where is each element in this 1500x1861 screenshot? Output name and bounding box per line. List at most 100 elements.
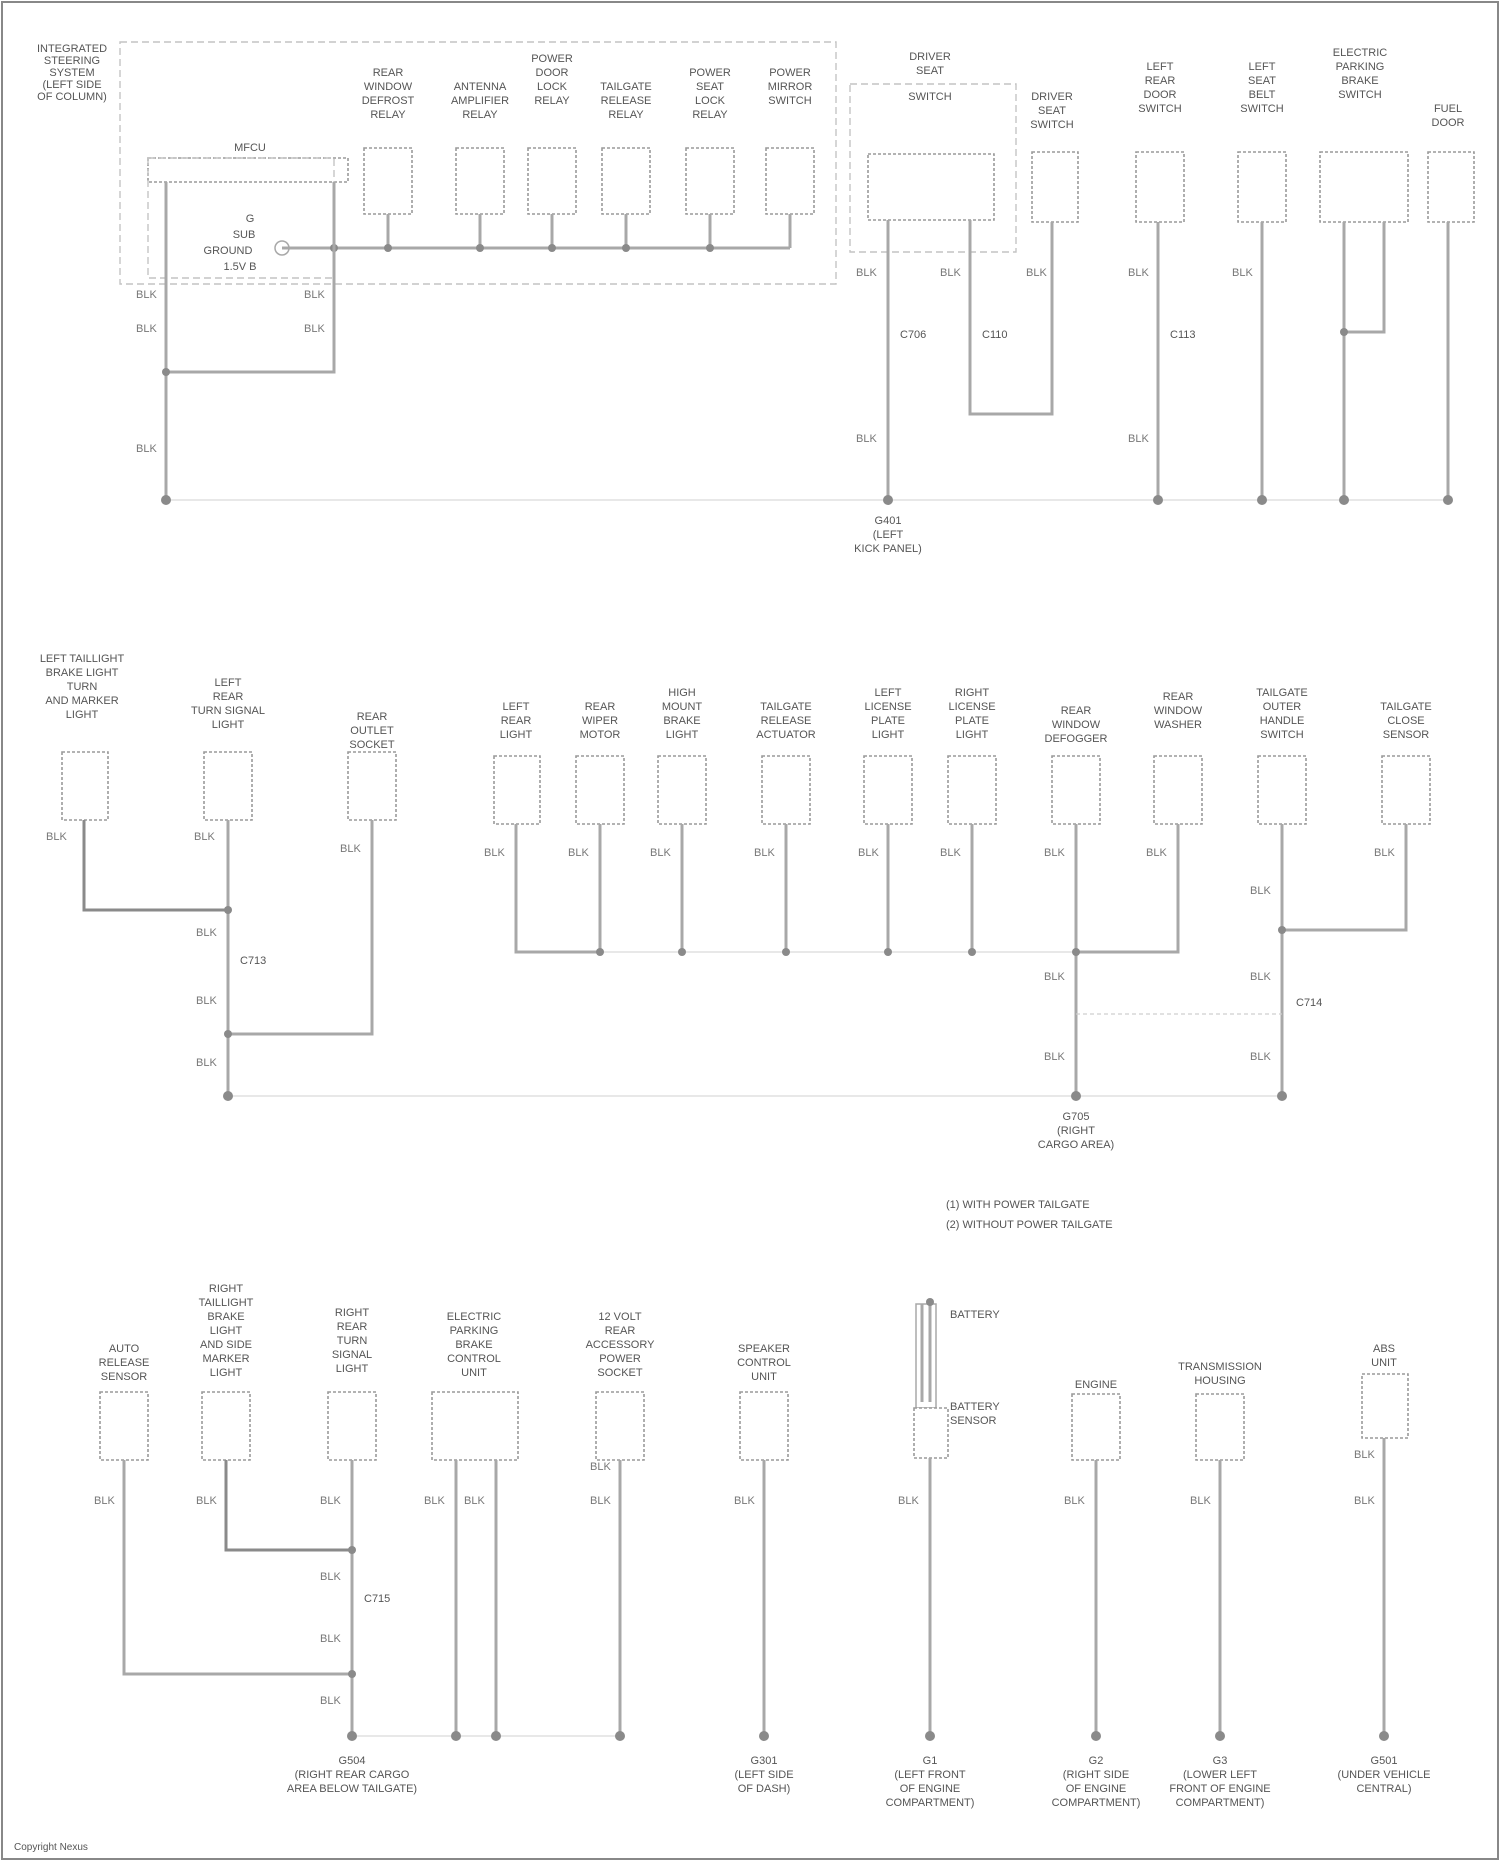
epb-switch-box <box>1320 152 1408 222</box>
splice-node <box>678 948 686 956</box>
ground-node <box>451 1731 461 1741</box>
r3c2-box <box>202 1392 250 1460</box>
pin-label: BLK <box>1250 885 1271 897</box>
pin-label: BLK <box>1044 847 1065 859</box>
pin-label: BLK <box>590 1461 611 1473</box>
pin-label: BLK <box>320 1495 341 1507</box>
mfcu-box <box>148 158 348 182</box>
relay-3-label-1: POWER <box>531 53 573 65</box>
r2c10-l1: REAR <box>1061 705 1092 717</box>
r3c10-l1: ABS <box>1373 1343 1395 1355</box>
pin-label: BLK <box>340 843 361 855</box>
r2c5-box <box>576 756 624 824</box>
ground-node <box>1443 495 1453 505</box>
r3c6-l2: CONTROL <box>737 1357 791 1369</box>
epb-switch-label-4: SWITCH <box>1338 89 1381 101</box>
pin-label: BLK <box>1044 971 1065 983</box>
door-switch-box <box>1136 152 1184 222</box>
r2c5-l2: WIPER <box>582 715 618 727</box>
ground-node <box>223 1091 233 1101</box>
module-label-line-5: OF COLUMN) <box>37 91 107 103</box>
pin-label: BLK <box>320 1633 341 1645</box>
ground-node <box>1277 1091 1287 1101</box>
relay-2-label-2: AMPLIFIER <box>451 95 509 107</box>
bus-node <box>706 244 714 252</box>
driver-seat-box <box>868 154 994 220</box>
pin-label: BLK <box>1250 971 1271 983</box>
r3c2-l2: TAILLIGHT <box>199 1297 254 1309</box>
r2c9-box <box>948 756 996 824</box>
pin-label: BLK <box>196 1495 217 1507</box>
relay-1-label-2: WINDOW <box>364 81 413 93</box>
g3-3-l1: G1 <box>923 1755 938 1767</box>
splice-node <box>224 1030 232 1038</box>
r2c10-l3: DEFOGGER <box>1045 733 1108 745</box>
module-label-line-4: (LEFT SIDE <box>42 79 101 91</box>
bus-node <box>622 244 630 252</box>
pin-label: BLK <box>320 1695 341 1707</box>
ground-node <box>883 495 893 505</box>
pin-label: BLK <box>464 1495 485 1507</box>
r2c4-l3: LIGHT <box>500 729 533 741</box>
relay-4-label-2: RELEASE <box>601 95 652 107</box>
r3c4-l2: PARKING <box>450 1325 499 1337</box>
r3c2-l7: LIGHT <box>210 1367 243 1379</box>
g3-1-l2: (RIGHT REAR CARGO <box>295 1769 410 1781</box>
splice-node <box>596 948 604 956</box>
battery-body <box>916 1304 936 1408</box>
module-label-line-1: INTEGRATED <box>37 43 107 55</box>
r3c5-l5: SOCKET <box>597 1367 643 1379</box>
relay-4-label-3: RELAY <box>608 109 644 121</box>
r2c1-l2: BRAKE LIGHT <box>46 667 119 679</box>
r2c6-l2: MOUNT <box>662 701 703 713</box>
relay-1-box <box>364 148 412 214</box>
g3-5-l3: FRONT OF ENGINE <box>1169 1783 1270 1795</box>
splice-node <box>1340 328 1348 336</box>
r2c8-l1: LEFT <box>875 687 902 699</box>
splice-node <box>884 948 892 956</box>
bus-node <box>476 244 484 252</box>
r3c9-l2: HOUSING <box>1194 1375 1245 1387</box>
r3c3-l4: SIGNAL <box>332 1349 372 1361</box>
r2c9-l1: RIGHT <box>955 687 990 699</box>
relay-2-box <box>456 148 504 214</box>
r3c3-l5: LIGHT <box>336 1363 369 1375</box>
driver-seat-2-label-3: SWITCH <box>1030 119 1073 131</box>
relay-2: ANTENNA AMPLIFIER RELAY <box>451 81 509 214</box>
epb-switch-label-2: PARKING <box>1336 61 1385 73</box>
g3-3-l4: COMPARTMENT) <box>886 1797 975 1809</box>
ground-node <box>1379 1731 1389 1741</box>
r3c6-l3: UNIT <box>751 1371 777 1383</box>
r3c8-l1: ENGINE <box>1075 1379 1117 1391</box>
r3c4-l3: BRAKE <box>455 1339 492 1351</box>
r3c2-l5: AND SIDE <box>200 1339 252 1351</box>
door-switch-label-4: SWITCH <box>1138 103 1181 115</box>
g3-2-l3: OF DASH) <box>738 1783 791 1795</box>
splice-node <box>782 948 790 956</box>
ground-node <box>759 1731 769 1741</box>
r2c9-l3: PLATE <box>955 715 989 727</box>
ground-node <box>161 495 171 505</box>
relay-1-label-3: DEFROST <box>362 95 415 107</box>
pin-label: BLK <box>136 443 157 455</box>
r3c4-l1: ELECTRIC <box>447 1311 501 1323</box>
pin-label: BLK <box>568 847 589 859</box>
r2c10-box <box>1052 756 1100 824</box>
r2c1-l1: LEFT TAILLIGHT <box>40 653 125 665</box>
r3c10-l2: UNIT <box>1371 1357 1397 1369</box>
ground-node <box>1153 495 1163 505</box>
relay-2-label-3: RELAY <box>462 109 498 121</box>
r3c2-l3: BRAKE <box>207 1311 244 1323</box>
fuel-door-box <box>1428 152 1474 222</box>
r2c1-l3: TURN <box>67 681 98 693</box>
r3c2-l4: LIGHT <box>210 1325 243 1337</box>
g3-3-l2: (LEFT FRONT <box>894 1769 966 1781</box>
pin-label: BLK <box>196 1057 217 1069</box>
r3c4-box <box>432 1392 518 1460</box>
belt-switch-label-2: SEAT <box>1248 75 1276 87</box>
relay-4-box <box>602 148 650 214</box>
pin-label: BLK <box>484 847 505 859</box>
belt-switch-label-4: SWITCH <box>1240 103 1283 115</box>
ground-label-2-line-2: (RIGHT <box>1057 1125 1095 1137</box>
pin-label: BLK <box>320 1571 341 1583</box>
